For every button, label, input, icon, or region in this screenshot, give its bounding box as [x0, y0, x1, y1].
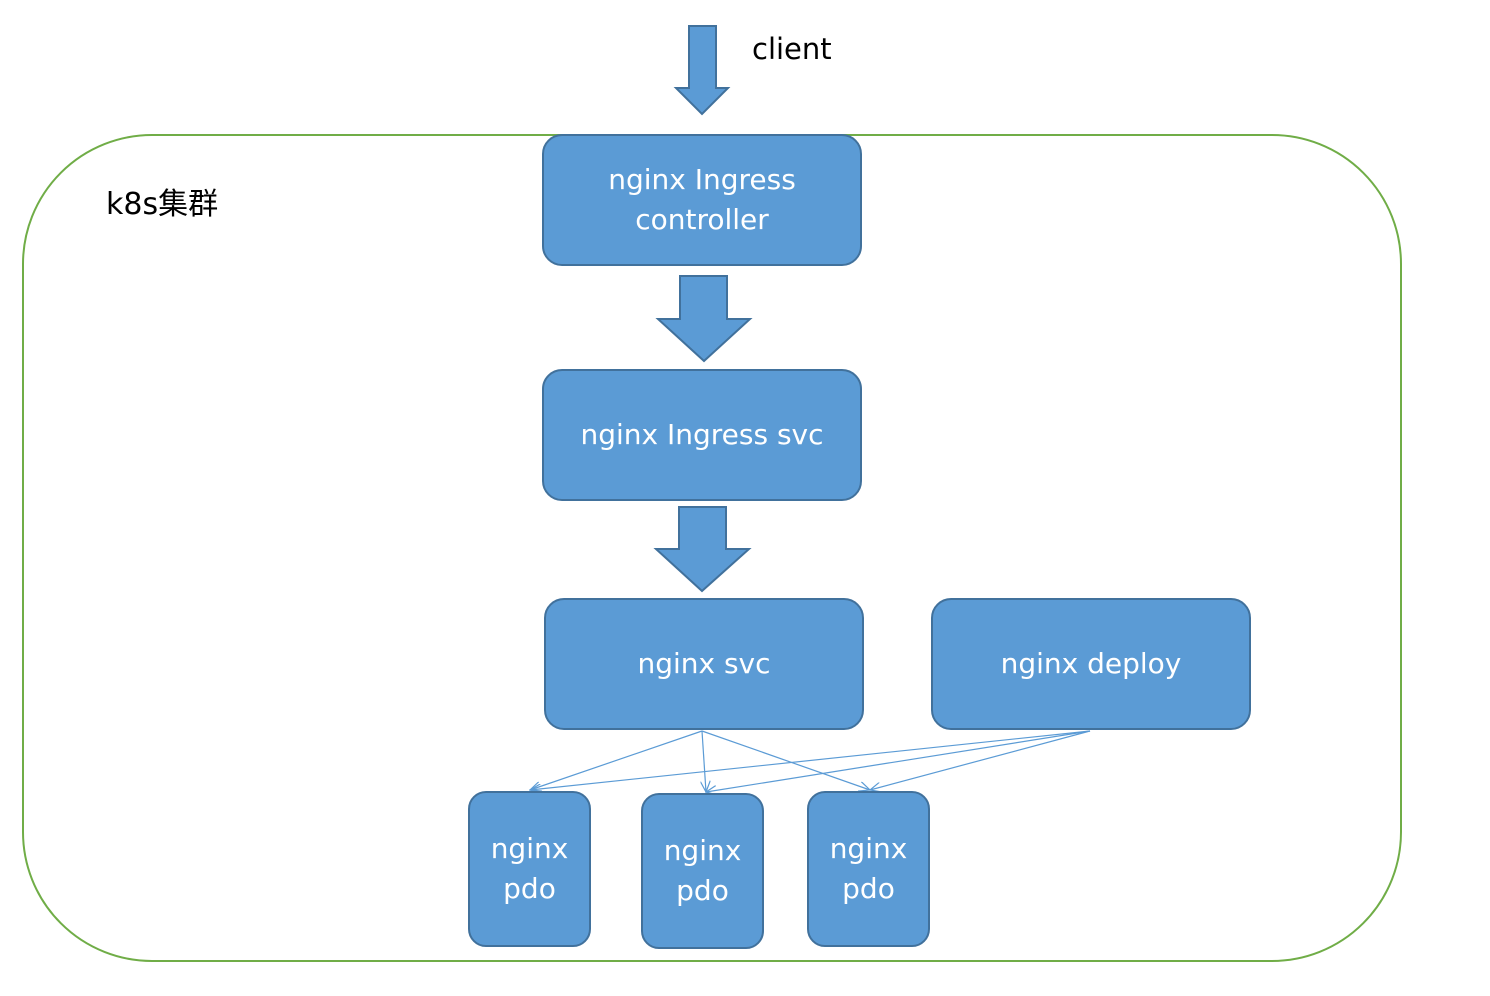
cluster-label: k8s集群 [106, 187, 219, 222]
client-label: client [752, 32, 832, 66]
ingress-svc-label: nginx Ingress svc [580, 418, 824, 451]
nginx-deploy-node: nginx deploy [931, 598, 1251, 730]
nginx-deploy-label: nginx deploy [1000, 647, 1182, 680]
nginx-svc-label: nginx svc [637, 647, 771, 680]
pod-label: nginx pdo [490, 832, 569, 905]
pod-label: nginx pdo [663, 834, 742, 907]
nginx-svc-node: nginx svc [544, 598, 864, 730]
pod-label: nginx pdo [829, 832, 908, 905]
pod-node: nginx pdo [468, 791, 591, 947]
pod-node: nginx pdo [641, 793, 764, 949]
ingress-controller-node: nginx Ingress controller [542, 134, 862, 266]
ingress-controller-label: nginx Ingress controller [608, 163, 796, 236]
ingress-svc-node: nginx Ingress svc [542, 369, 862, 501]
arrow-client-to-controller [673, 25, 731, 116]
pod-node: nginx pdo [807, 791, 930, 947]
